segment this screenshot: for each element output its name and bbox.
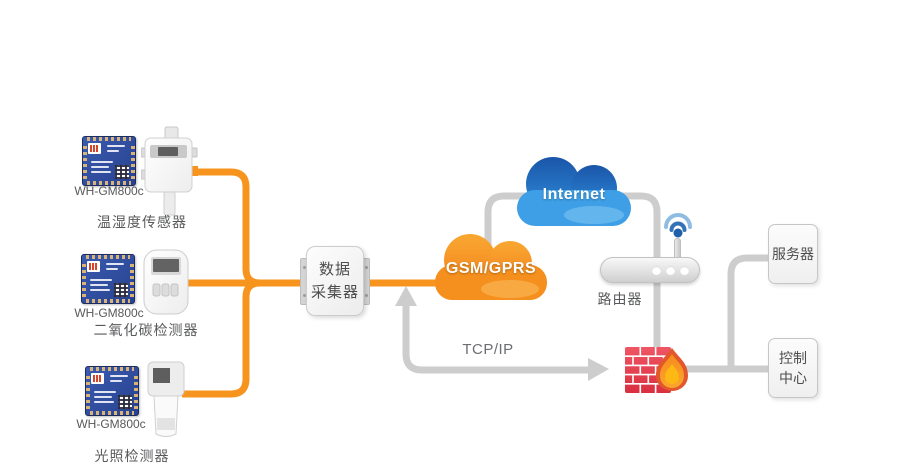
button xyxy=(161,283,170,297)
chip-pins xyxy=(87,181,131,185)
vendor-logo-icon xyxy=(88,143,101,154)
internet-cloud: Internet xyxy=(516,156,632,226)
firewall-brick-flame-icon xyxy=(625,347,688,393)
firewall-server-line xyxy=(727,254,770,369)
server-box: 服务器 xyxy=(768,224,818,284)
chip-pins xyxy=(131,143,135,179)
qr-code-icon xyxy=(114,283,128,297)
orange-connector xyxy=(190,166,198,176)
light-meter-icon xyxy=(147,361,185,437)
router-label: 路由器 xyxy=(597,291,643,307)
gsm-module-chip-icon xyxy=(82,136,136,186)
qr-code-icon xyxy=(115,165,129,179)
button xyxy=(152,283,161,297)
server-label: 服务器 xyxy=(772,246,814,262)
cloud-shape-icon xyxy=(517,157,631,226)
cloud-shape-icon xyxy=(435,234,547,300)
control-label-line1: 控制 xyxy=(779,350,807,366)
gsm-gprs-label: GSM/GPRS xyxy=(445,260,537,277)
internet-label: Internet xyxy=(542,186,606,203)
wifi-icon xyxy=(664,213,692,238)
router-led xyxy=(680,265,689,275)
control-label-line2: 中心 xyxy=(779,370,807,386)
vendor-logo-icon xyxy=(87,261,100,272)
orange-bus-sensor3-line xyxy=(182,279,261,398)
vendor-logo-icon xyxy=(91,373,104,384)
collector-label-line2: 采集器 xyxy=(310,284,359,301)
gsm-module-chip-icon xyxy=(85,366,139,416)
collector-label-line1: 数据 xyxy=(318,261,351,278)
display-screen xyxy=(158,147,178,156)
router-icon xyxy=(600,257,700,283)
module-label: WH-GM800c xyxy=(74,184,144,198)
tcpip-line xyxy=(402,305,588,374)
qr-code-icon xyxy=(118,395,132,409)
co2-detector-icon xyxy=(143,249,189,315)
data-collector-box: 数据 采集器 xyxy=(306,246,364,316)
sensor-label: 光照检测器 xyxy=(94,448,170,464)
arrow-right-icon xyxy=(588,358,609,381)
sensor-probe xyxy=(163,191,176,216)
flame-core xyxy=(665,364,679,384)
chip-pins xyxy=(83,143,87,179)
module-label: WH-GM800c xyxy=(76,417,146,431)
module-label: WH-GM800c xyxy=(74,306,144,320)
display-screen xyxy=(153,368,170,383)
router-led xyxy=(652,265,661,275)
protocol-label: TCP/IP xyxy=(462,341,514,358)
display-screen xyxy=(153,259,179,272)
gsm-module-chip-icon xyxy=(81,254,135,304)
sensor-label: 二氧化碳检测器 xyxy=(93,322,199,338)
control-center-box: 控制 中心 xyxy=(768,338,818,398)
temp-humidity-sensor-icon xyxy=(141,126,198,216)
sensor-label: 温湿度传感器 xyxy=(97,214,187,230)
gsm-gprs-cloud: GSM/GPRS xyxy=(434,232,548,300)
chip-pins xyxy=(87,137,131,141)
arrow-up-icon xyxy=(395,286,417,306)
button xyxy=(170,283,179,297)
router-led xyxy=(666,265,675,275)
